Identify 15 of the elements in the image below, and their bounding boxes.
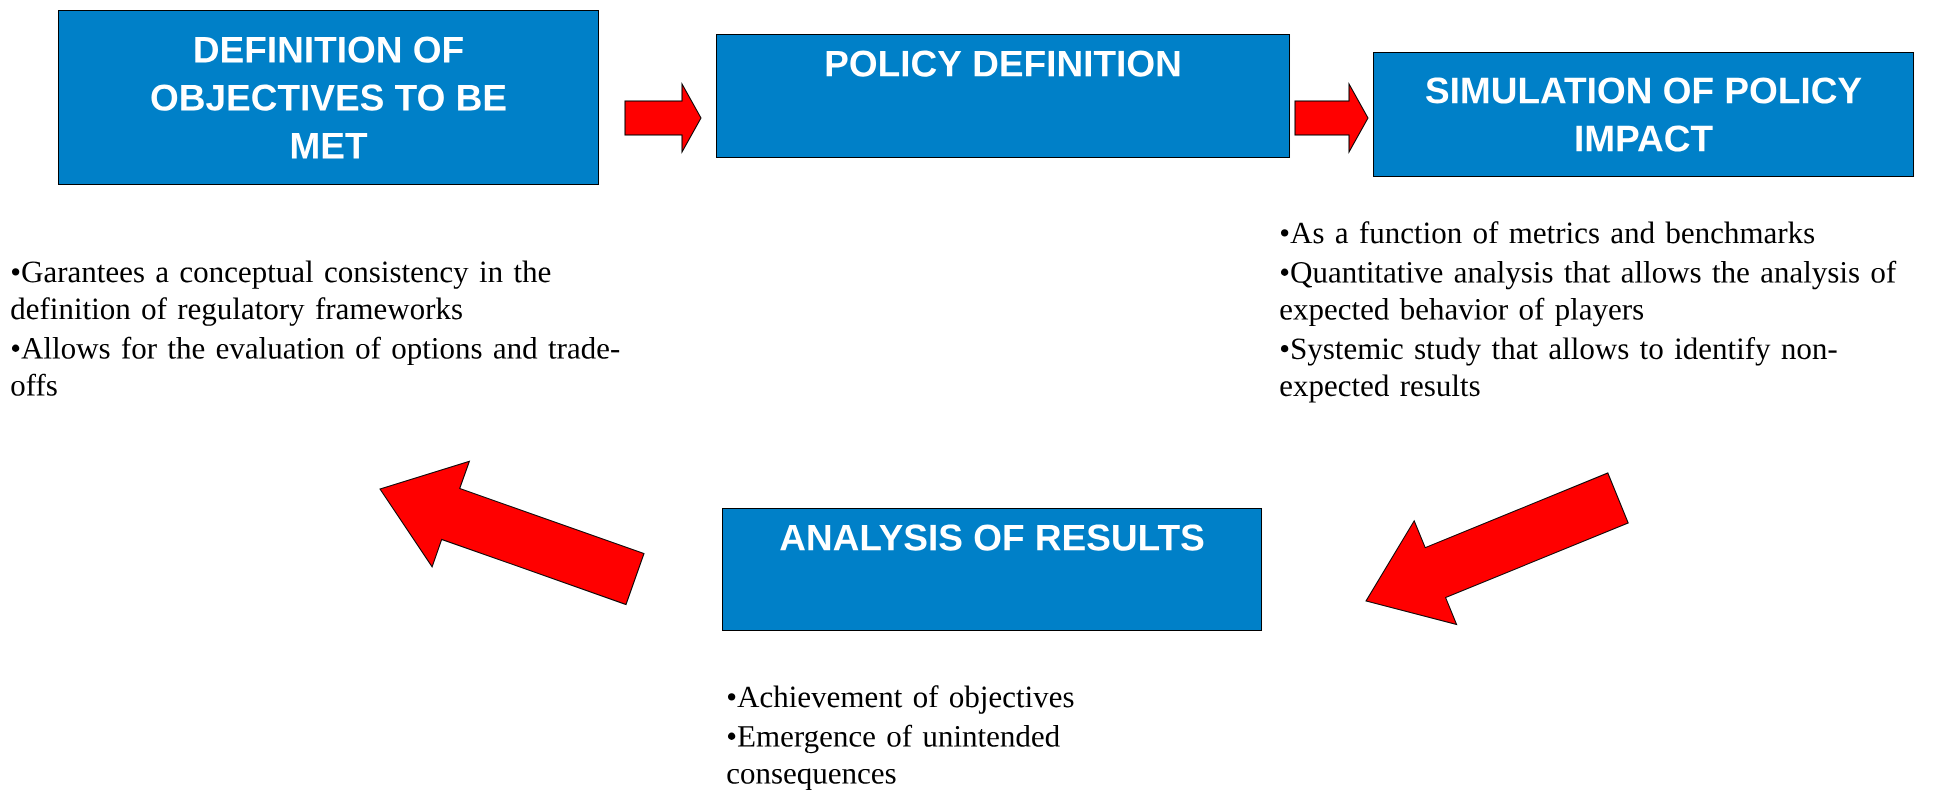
bullet-text: •Garantees a conceptual consistency in the definition of regulatory frameworks <box>11 260 551 326</box>
bullet-text: •As a function of metrics and benchmarks <box>1280 221 1815 244</box>
process-box: ANALYSIS OF RESULTS <box>722 508 1262 631</box>
bullet-text: •Emergence of unintended consequences <box>727 724 1060 791</box>
block-arrow <box>379 460 645 605</box>
block-arrow <box>1294 83 1369 153</box>
process-box: DEFINITION OF OBJECTIVES TO BE MET <box>58 10 599 185</box>
bullet-text: •Quantitative analysis that allows the analysis of expected behavior of players <box>1280 260 1897 327</box>
process-box: POLICY DEFINITION <box>716 34 1290 158</box>
block-arrow <box>624 83 702 153</box>
bullet-text: •Systemic study that allows to identify non-expected results <box>1280 337 1837 403</box>
block-arrow <box>1365 472 1629 625</box>
process-box: SIMULATION OF POLICY IMPACT <box>1373 52 1914 177</box>
bullet-text: •Allows for the evaluation of options and trade-offs <box>11 336 620 396</box>
bullet-text: •Achievement of objectives <box>727 685 1074 714</box>
